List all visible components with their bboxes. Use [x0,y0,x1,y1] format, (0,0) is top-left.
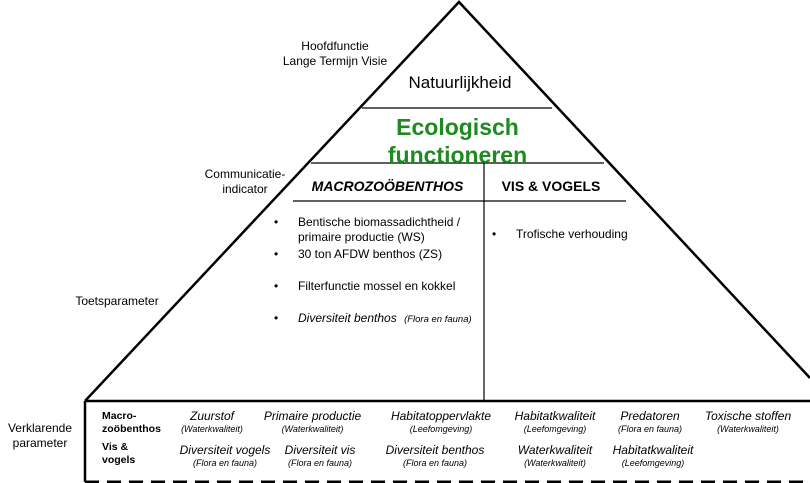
ecological-line2: functioneren [387,142,528,168]
explanatory-cell: Habitatkwaliteit (Leefomgeving) [603,443,703,469]
cell-main: Habitatkwaliteit [514,409,596,423]
cell-main: Diversiteit vogels [179,443,271,457]
cell-sub: (Flora en fauna) [287,458,353,468]
param-note: (Flora en fauna) [404,314,472,325]
parameter-text: parameter [12,436,68,450]
verklarende-label: Verklarende parameter [0,421,80,451]
cell-sub: (Flora en fauna) [402,458,468,468]
cell-sub: (Waterkwaliteit) [717,424,779,434]
param-text: Trofische verhouding [516,227,628,241]
cell-sub: (Leefomgeving) [409,424,473,434]
indicator-macrozoobenthos: MACROZOÖBENTHOS [311,178,464,194]
explanatory-cell: Habitatoppervlakte (Leefomgeving) [381,409,501,435]
cell-sub: (Flora en fauna) [192,458,258,468]
param-text: Filterfunctie mossel en kokkel [298,279,456,293]
list-item: • Trofische verhouding [492,227,662,242]
explanatory-cell: Primaire productie (Waterkwaliteit) [255,409,370,435]
row-label-line: vogels [102,454,136,466]
param-text: 30 ton AFDW benthos (ZS) [298,247,443,261]
ecological-title: Ecologisch functioneren [340,113,575,169]
explanatory-cell: Diversiteit vis (Flora en fauna) [275,443,365,469]
cell-main: Primaire productie [263,409,362,423]
toetsparameter-label: Toetsparameter [75,294,159,308]
macro-parameter-list: • Bentische biomassadichtheid / primaire… [274,215,482,327]
bullet-icon: • [274,215,279,229]
lange-termijn-text: Lange Termijn Visie [282,54,388,68]
cell-main: Habitatkwaliteit [612,443,694,457]
cell-sub: (Waterkwaliteit) [281,424,344,434]
row-label-line: Vis & [102,441,129,453]
hoofdfunctie-label: Hoofdfunctie Lange Termijn Visie [270,39,400,69]
cell-sub: (Leefomgeving) [523,424,587,434]
explanatory-cell: Diversiteit vogels (Flora en fauna) [170,443,280,469]
param-text: Diversiteit benthos [298,311,397,325]
cell-main: Diversiteit benthos [385,443,485,457]
communicatie-text: Communicatie- [204,167,286,181]
row-label-vis-vogels: Vis & vogels [102,441,135,467]
bullet-icon: • [274,247,279,261]
row-label-macrozoobenthos: Macro- zoöbenthos [102,410,161,436]
bullet-icon: • [274,311,279,325]
indicator-vis-vogels: VIS & VOGELS [501,178,601,194]
explanatory-cell: Toxische stoffen (Waterkwaliteit) [695,409,801,435]
param-text: Bentische biomassadichtheid / primaire p… [298,215,461,244]
cell-main: Zuurstof [189,409,234,423]
indicator-text: indicator [222,182,268,196]
bullet-icon: • [492,227,497,241]
bullet-icon: • [274,279,279,293]
list-item: • Bentische biomassadichtheid / primaire… [274,215,482,245]
verklarende-text: Verklarende [7,421,73,435]
cell-main: Toxische stoffen [704,409,792,423]
cell-main: Diversiteit vis [284,443,356,457]
row-label-line: zoöbenthos [102,423,161,435]
cell-main: Predatoren [620,409,680,423]
ecological-line1: Ecologisch [396,114,519,140]
list-item: • 30 ton AFDW benthos (ZS) [274,247,482,262]
cell-sub: (Flora en fauna) [617,424,683,434]
cell-sub: (Waterkwaliteit) [524,458,586,468]
explanatory-cell: Habitatkwaliteit (Leefomgeving) [505,409,605,435]
pyramid-outline [84,0,810,402]
explanatory-cell: Zuurstof (Waterkwaliteit) [162,409,262,435]
vis-parameter-list: • Trofische verhouding [492,227,662,242]
apex-title: Natuurlijkheid [408,73,512,92]
explanatory-cell: Diversiteit benthos (Flora en fauna) [375,443,495,469]
list-item: • Diversiteit benthos (Flora en fauna) [274,311,482,327]
cell-main: Habitatoppervlakte [390,409,492,423]
cell-sub: (Waterkwaliteit) [181,424,243,434]
row-label-line: Macro- [102,410,137,422]
explanatory-cell: Predatoren (Flora en fauna) [605,409,695,435]
communicatie-label: Communicatie- indicator [190,167,300,197]
cell-sub: (Leefomgeving) [621,458,685,468]
cell-main: Waterkwaliteit [517,443,593,457]
list-item: • Filterfunctie mossel en kokkel [274,279,482,294]
hoofdfunctie-text: Hoofdfunctie [301,39,369,53]
explanatory-cell: Waterkwaliteit (Waterkwaliteit) [505,443,605,469]
